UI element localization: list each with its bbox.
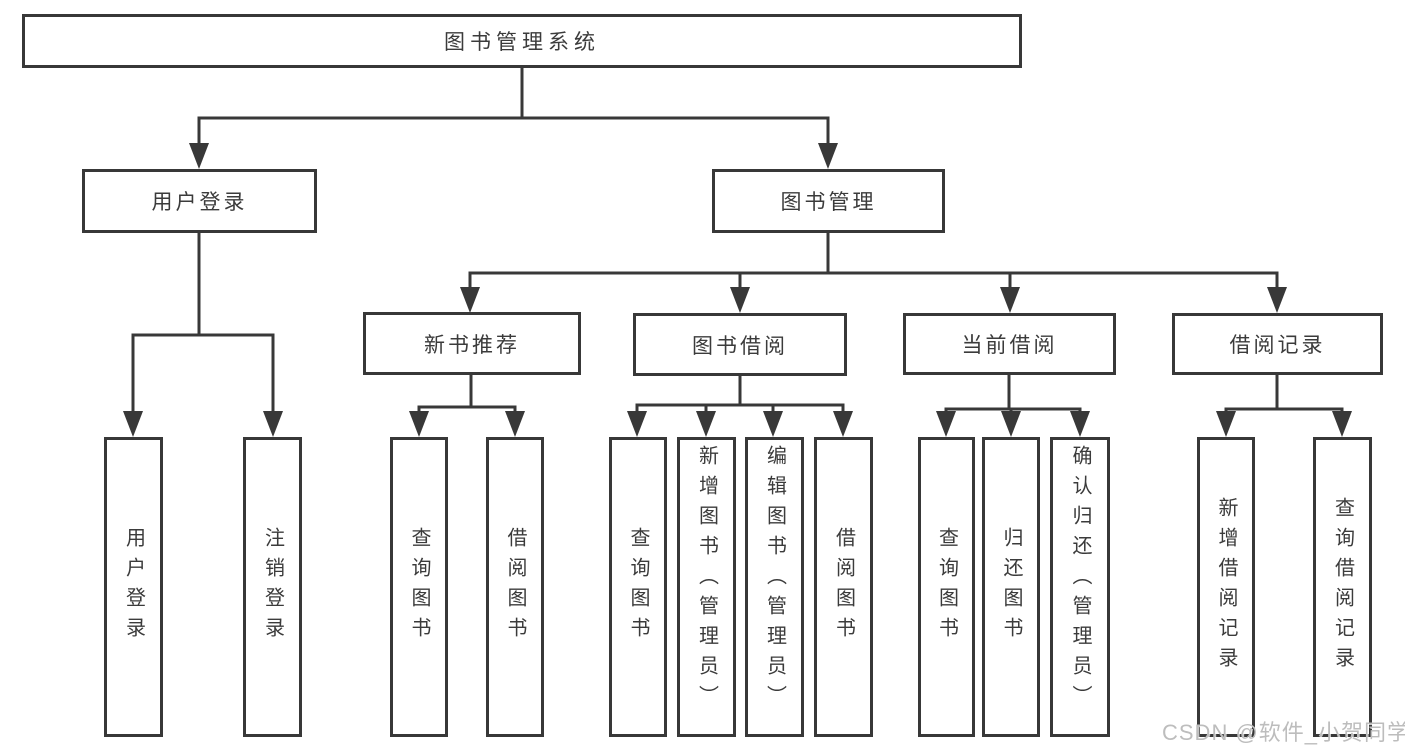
node-root-label: 图书管理系统 [444, 31, 600, 54]
leaf-query-books-recommend-label: 查询图书 [408, 527, 430, 647]
node-current-borrow: 当前借阅 [903, 313, 1116, 375]
leaf-query-books-recommend: 查询图书 [390, 437, 448, 737]
leaf-confirm-return-admin: 确认归还（管理员） [1050, 437, 1110, 737]
node-new-book-recommend: 新书推荐 [363, 312, 581, 375]
node-current-borrow-label: 当前借阅 [961, 334, 1058, 357]
node-borrow-records-label: 借阅记录 [1229, 334, 1326, 357]
leaf-confirm-return-admin-label: 确认归还（管理员） [1069, 445, 1091, 715]
leaf-borrow-books-label: 借阅图书 [832, 527, 855, 647]
leaf-return-book: 归还图书 [982, 437, 1040, 737]
leaf-borrow-books: 借阅图书 [814, 437, 873, 737]
node-borrow-records: 借阅记录 [1172, 313, 1383, 375]
node-user-login: 用户登录 [82, 169, 317, 233]
node-book-borrow-label: 图书借阅 [692, 334, 788, 358]
leaf-add-book-admin: 新增图书（管理员） [677, 437, 736, 737]
leaf-user-login: 用户登录 [104, 437, 163, 737]
leaf-query-books-borrow-label: 查询图书 [627, 527, 649, 647]
leaf-return-book-label: 归还图书 [1000, 527, 1022, 647]
leaf-add-borrow-record-label: 新增借阅记录 [1215, 497, 1237, 677]
connector-arrows [123, 118, 1352, 437]
node-book-borrow: 图书借阅 [633, 313, 847, 376]
leaf-user-login-label: 用户登录 [122, 527, 145, 647]
leaf-query-books-current: 查询图书 [918, 437, 975, 737]
node-user-login-label: 用户登录 [151, 191, 248, 214]
leaf-query-borrow-record-label: 查询借阅记录 [1331, 497, 1354, 677]
leaf-query-books-current-label: 查询图书 [935, 527, 958, 647]
watermark: CSDN @软件_小贺同学 [1162, 720, 1405, 745]
leaf-query-books-borrow: 查询图书 [609, 437, 667, 737]
leaf-logout-label: 注销登录 [261, 527, 284, 647]
leaf-query-borrow-record: 查询借阅记录 [1313, 437, 1372, 737]
node-book-management: 图书管理 [712, 169, 945, 233]
leaf-logout: 注销登录 [243, 437, 302, 737]
leaf-borrow-books-recommend-label: 借阅图书 [504, 527, 526, 647]
leaf-edit-book-admin-label: 编辑图书（管理员） [763, 445, 786, 715]
leaf-add-book-admin-label: 新增图书（管理员） [695, 445, 718, 715]
node-root: 图书管理系统 [22, 14, 1022, 68]
leaf-add-borrow-record: 新增借阅记录 [1197, 437, 1255, 737]
node-new-book-recommend-label: 新书推荐 [424, 333, 520, 357]
leaf-edit-book-admin: 编辑图书（管理员） [745, 437, 804, 737]
node-book-management-label: 图书管理 [780, 191, 877, 214]
leaf-borrow-books-recommend: 借阅图书 [486, 437, 544, 737]
